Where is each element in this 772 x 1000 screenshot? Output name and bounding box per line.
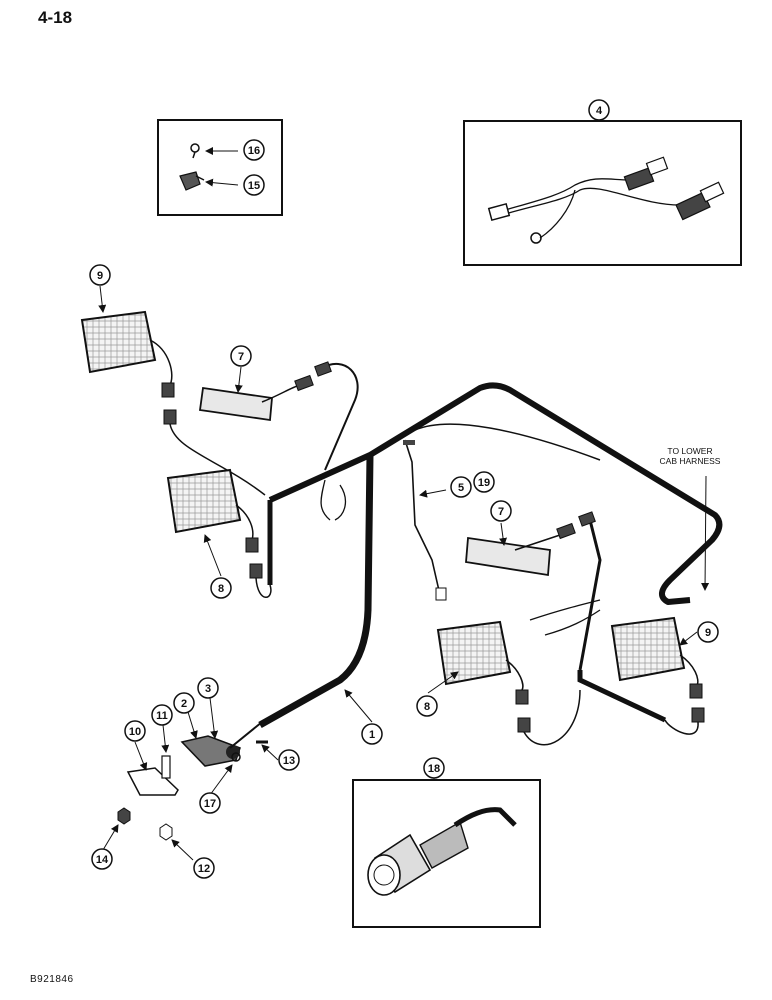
callout-11-label: 11 bbox=[156, 710, 168, 722]
to-lower-cab-harness-note: TO LOWER CAB HARNESS bbox=[635, 446, 745, 466]
callout-12-label: 12 bbox=[198, 863, 210, 875]
callout-16-label: 16 bbox=[248, 145, 260, 157]
callout-9-left: 9 bbox=[89, 264, 111, 286]
callout-4: 4 bbox=[588, 99, 610, 121]
screw-part bbox=[190, 143, 200, 159]
callout-5-label: 5 bbox=[458, 482, 464, 494]
callout-18: 18 bbox=[423, 757, 445, 779]
sender-unit bbox=[403, 439, 447, 601]
callout-9-right-label: 9 bbox=[705, 627, 711, 639]
work-lamp-9-upper-left bbox=[80, 310, 266, 496]
callout-1-label: 1 bbox=[369, 729, 375, 741]
callout-17: 17 bbox=[199, 792, 221, 814]
callout-10: 10 bbox=[124, 720, 146, 742]
work-lamp-8-left bbox=[166, 468, 272, 598]
callout-3-label: 3 bbox=[205, 683, 211, 695]
callout-3: 3 bbox=[197, 677, 219, 699]
figure-code: B921846 bbox=[30, 974, 74, 985]
callout-9-right: 9 bbox=[697, 621, 719, 643]
callout-7-lower: 7 bbox=[490, 500, 512, 522]
callout-12: 12 bbox=[193, 857, 215, 879]
callout-15-label: 15 bbox=[248, 180, 260, 192]
inset-box-fasteners bbox=[157, 119, 283, 216]
warning-lamp-7-lower bbox=[465, 511, 596, 577]
callout-1: 1 bbox=[361, 723, 383, 745]
warning-lamp-7-upper bbox=[198, 361, 332, 422]
callout-2: 2 bbox=[173, 692, 195, 714]
callout-7-upper-label: 7 bbox=[238, 351, 244, 363]
trailer-socket-assembly bbox=[117, 721, 268, 841]
callout-8-left: 8 bbox=[210, 577, 232, 599]
callout-19: 19 bbox=[473, 471, 495, 493]
inset-box-jumper-harness bbox=[463, 110, 742, 266]
callout-9-left-label: 9 bbox=[97, 270, 103, 282]
leader-lines bbox=[98, 285, 710, 861]
callout-5: 5 bbox=[450, 476, 472, 498]
callout-2-label: 2 bbox=[181, 698, 187, 710]
work-lamp-9-right bbox=[610, 616, 705, 735]
callout-16: 16 bbox=[243, 139, 265, 161]
clip-part bbox=[179, 171, 205, 191]
callout-18-label: 18 bbox=[428, 763, 440, 775]
note-line-2: CAB HARNESS bbox=[659, 456, 721, 466]
callout-15: 15 bbox=[243, 174, 265, 196]
callout-10-label: 10 bbox=[129, 726, 141, 738]
inset-box-trailer-plug bbox=[352, 776, 541, 928]
callout-8-left-label: 8 bbox=[218, 583, 224, 595]
callout-14: 14 bbox=[91, 848, 113, 870]
callout-8-right-label: 8 bbox=[424, 701, 430, 713]
callout-7-lower-label: 7 bbox=[498, 506, 504, 518]
callout-7-upper: 7 bbox=[230, 345, 252, 367]
page-number: 4-18 bbox=[38, 8, 73, 27]
callout-11: 11 bbox=[151, 704, 173, 726]
callout-14-label: 14 bbox=[96, 854, 109, 866]
callout-4-label: 4 bbox=[596, 105, 603, 117]
callout-17-label: 17 bbox=[204, 798, 216, 810]
note-line-1: TO LOWER bbox=[667, 446, 713, 456]
callout-19-label: 19 bbox=[478, 477, 490, 489]
callout-13: 13 bbox=[278, 749, 300, 771]
main-harness bbox=[258, 362, 723, 729]
work-lamp-8-right bbox=[436, 620, 581, 746]
callout-8-right: 8 bbox=[416, 695, 438, 717]
callout-13-label: 13 bbox=[283, 755, 295, 767]
